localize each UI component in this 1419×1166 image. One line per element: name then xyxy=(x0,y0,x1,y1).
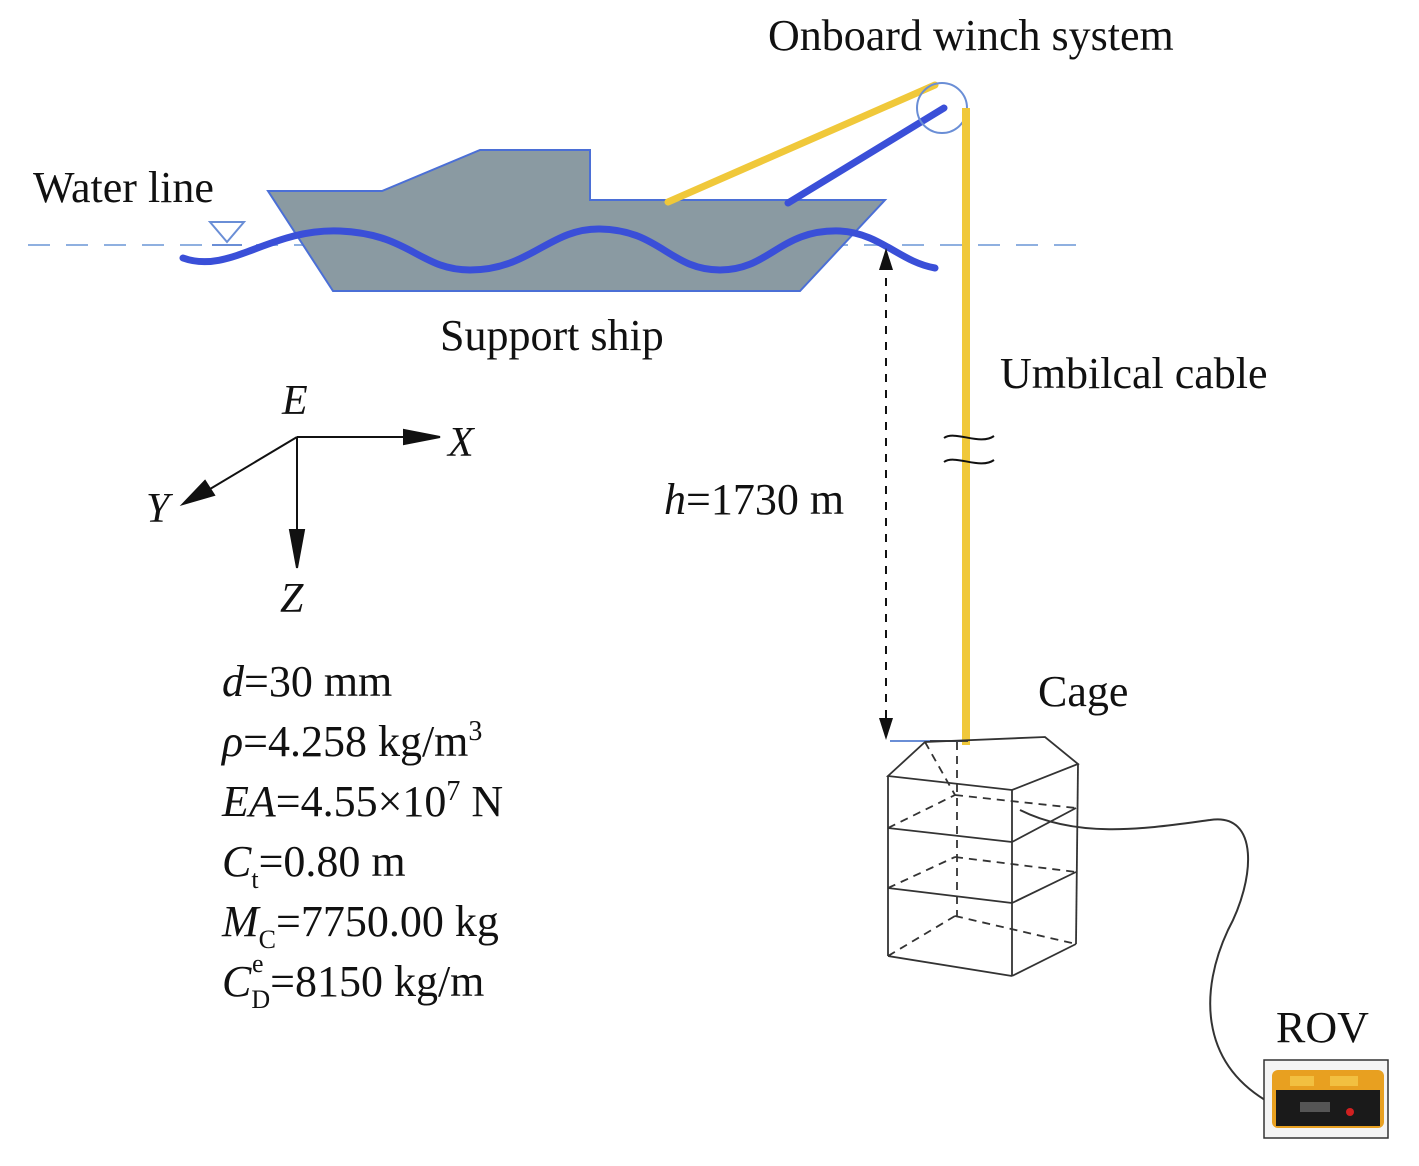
winch-label: Onboard winch system xyxy=(768,11,1174,60)
support-ship-hull xyxy=(266,149,888,292)
parameter-list: d=30 mm ρ=4.258 kg/m3 EA=4.55×107 N Ct=0… xyxy=(220,657,503,1014)
coordinate-axes xyxy=(179,428,441,569)
axis-y-label: Y xyxy=(146,486,174,532)
param-rho: ρ=4.258 kg/m3 xyxy=(220,716,482,766)
depth-arrow-head-top xyxy=(879,248,893,270)
axis-origin-label: E xyxy=(281,378,308,424)
param-ct: Ct=0.80 m xyxy=(222,837,406,894)
param-cd: CD=8150 kg/m xyxy=(222,957,484,1014)
water-line-symbol xyxy=(207,221,247,246)
cage-label: Cage xyxy=(1038,667,1128,716)
param-d: d=30 mm xyxy=(222,657,392,706)
cage-wireframe xyxy=(885,736,1080,977)
depth-label: h=1730 m xyxy=(664,475,844,524)
winch-blue-arm xyxy=(784,104,948,207)
winch-arm xyxy=(664,81,939,206)
depth-arrow-head-bottom xyxy=(879,718,893,740)
axis-x-label: X xyxy=(446,420,476,466)
axis-z-label: Z xyxy=(280,576,304,622)
param-mc: MC=7750.00 kg xyxy=(221,897,499,954)
support-ship-label: Support ship xyxy=(440,311,664,360)
rov-label: ROV xyxy=(1276,1003,1369,1052)
umbilical-cable-label: Umbilcal cable xyxy=(1000,349,1268,398)
param-cd-sup: e xyxy=(252,949,264,978)
rov-icon xyxy=(1263,1059,1389,1139)
cable-break-mark xyxy=(943,434,995,465)
param-ea: EA=4.55×107 N xyxy=(221,776,503,826)
water-line-label: Water line xyxy=(33,163,214,212)
tether-cable xyxy=(1019,809,1266,1101)
wave xyxy=(179,225,939,274)
